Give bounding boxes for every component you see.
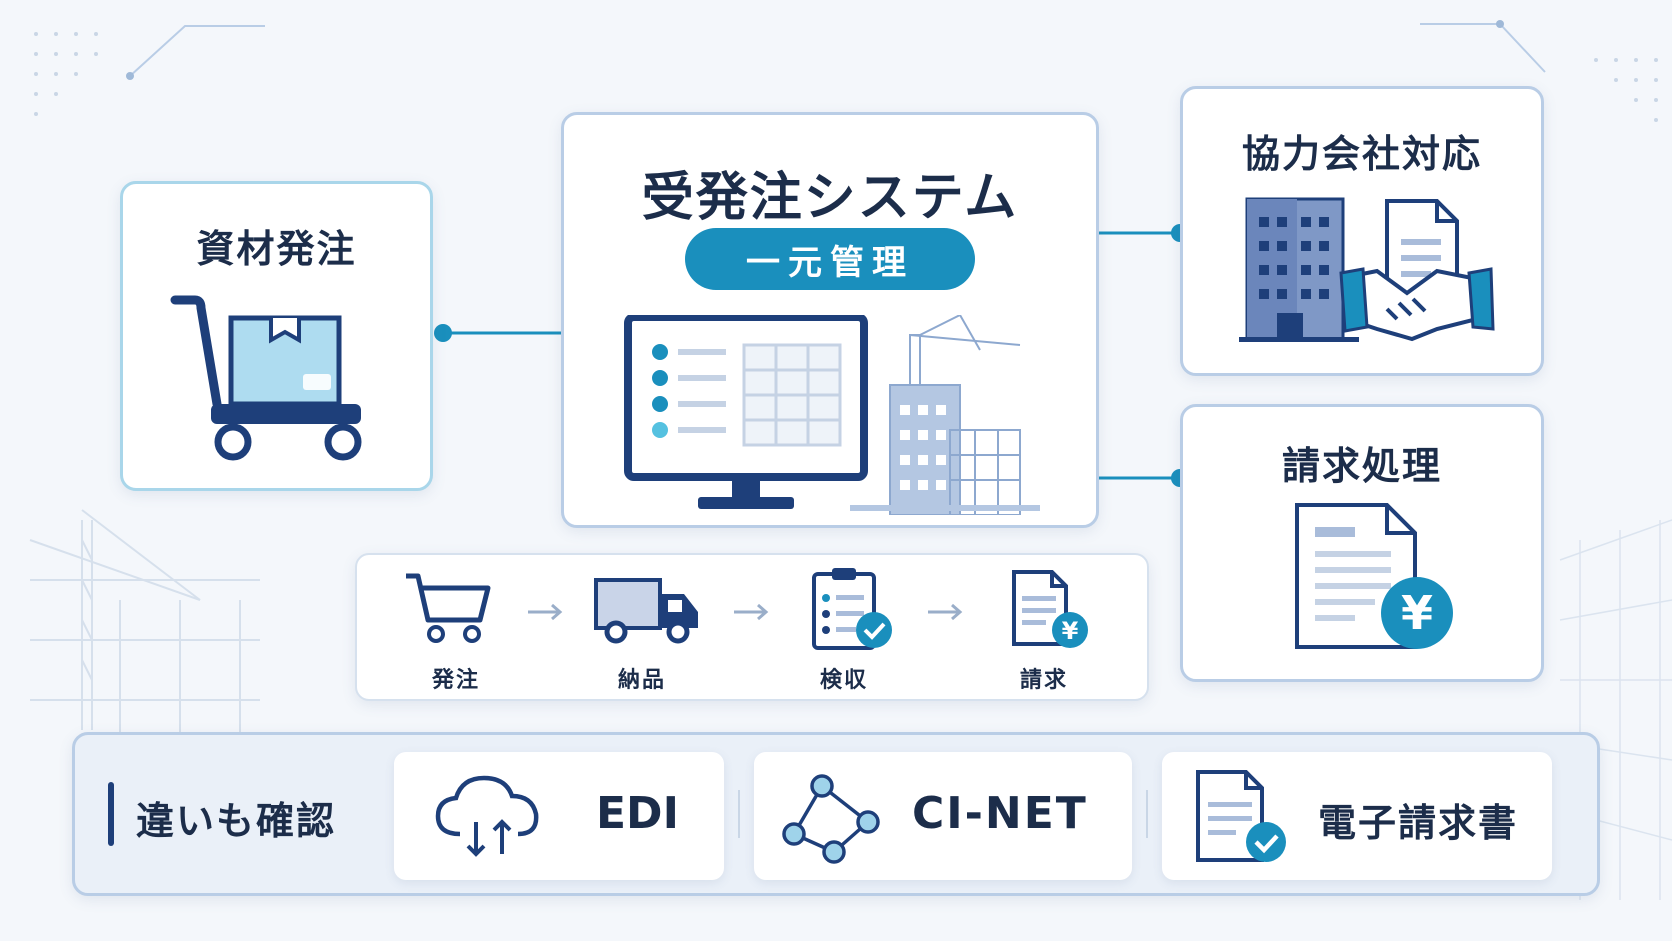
step-delivery-truck-icon	[594, 578, 698, 644]
material-order-card: 資材発注	[120, 181, 433, 491]
edi-item[interactable]	[394, 752, 724, 880]
arrow-right-icon	[528, 603, 563, 621]
divider	[738, 790, 740, 838]
comparison-heading-bar	[108, 782, 114, 846]
step-order-cart-icon	[406, 573, 491, 643]
arrow-right-icon	[928, 603, 963, 621]
partner-support-card: 協力会社対応	[1180, 86, 1544, 376]
ci-net-item[interactable]	[754, 752, 1132, 880]
ci-net-label: CI-NET	[912, 788, 1088, 839]
cart-with-box-icon	[170, 295, 362, 461]
network-nodes-icon	[782, 774, 880, 864]
partner-support-title: 協力会社対応	[1241, 132, 1482, 176]
step-invoice-yen-icon: ¥	[1012, 570, 1088, 648]
step-billing-label: 請求	[1019, 668, 1068, 693]
e-invoice-label: 電子請求書	[1318, 801, 1519, 845]
material-order-title: 資材発注	[196, 227, 357, 271]
billing-title: 請求処理	[1281, 444, 1442, 488]
comparison-heading: 違いも確認	[136, 799, 337, 843]
step-inspection-clipboard-icon	[812, 568, 892, 650]
invoice-yen-large-icon: ¥	[1295, 503, 1453, 649]
document-check-icon	[1196, 770, 1286, 862]
svg-text:¥: ¥	[1401, 586, 1433, 640]
svg-text:¥: ¥	[1062, 617, 1079, 645]
step-inspection-label: 検収	[819, 668, 868, 693]
order-system-title: 受発注システム	[641, 168, 1019, 228]
step-delivery-label: 納品	[617, 668, 666, 693]
arrow-right-icon	[734, 603, 769, 621]
step-order-label: 発注	[431, 668, 480, 693]
monitor-with-building-illustration	[624, 315, 1040, 515]
edi-label: EDI	[596, 788, 679, 839]
divider	[1146, 790, 1148, 838]
billing-card: 請求処理 ¥	[1180, 404, 1544, 682]
building-handshake-icon	[1239, 197, 1495, 342]
centralized-management-badge: 一元管理	[685, 228, 975, 290]
cloud-sync-icon	[435, 775, 539, 857]
